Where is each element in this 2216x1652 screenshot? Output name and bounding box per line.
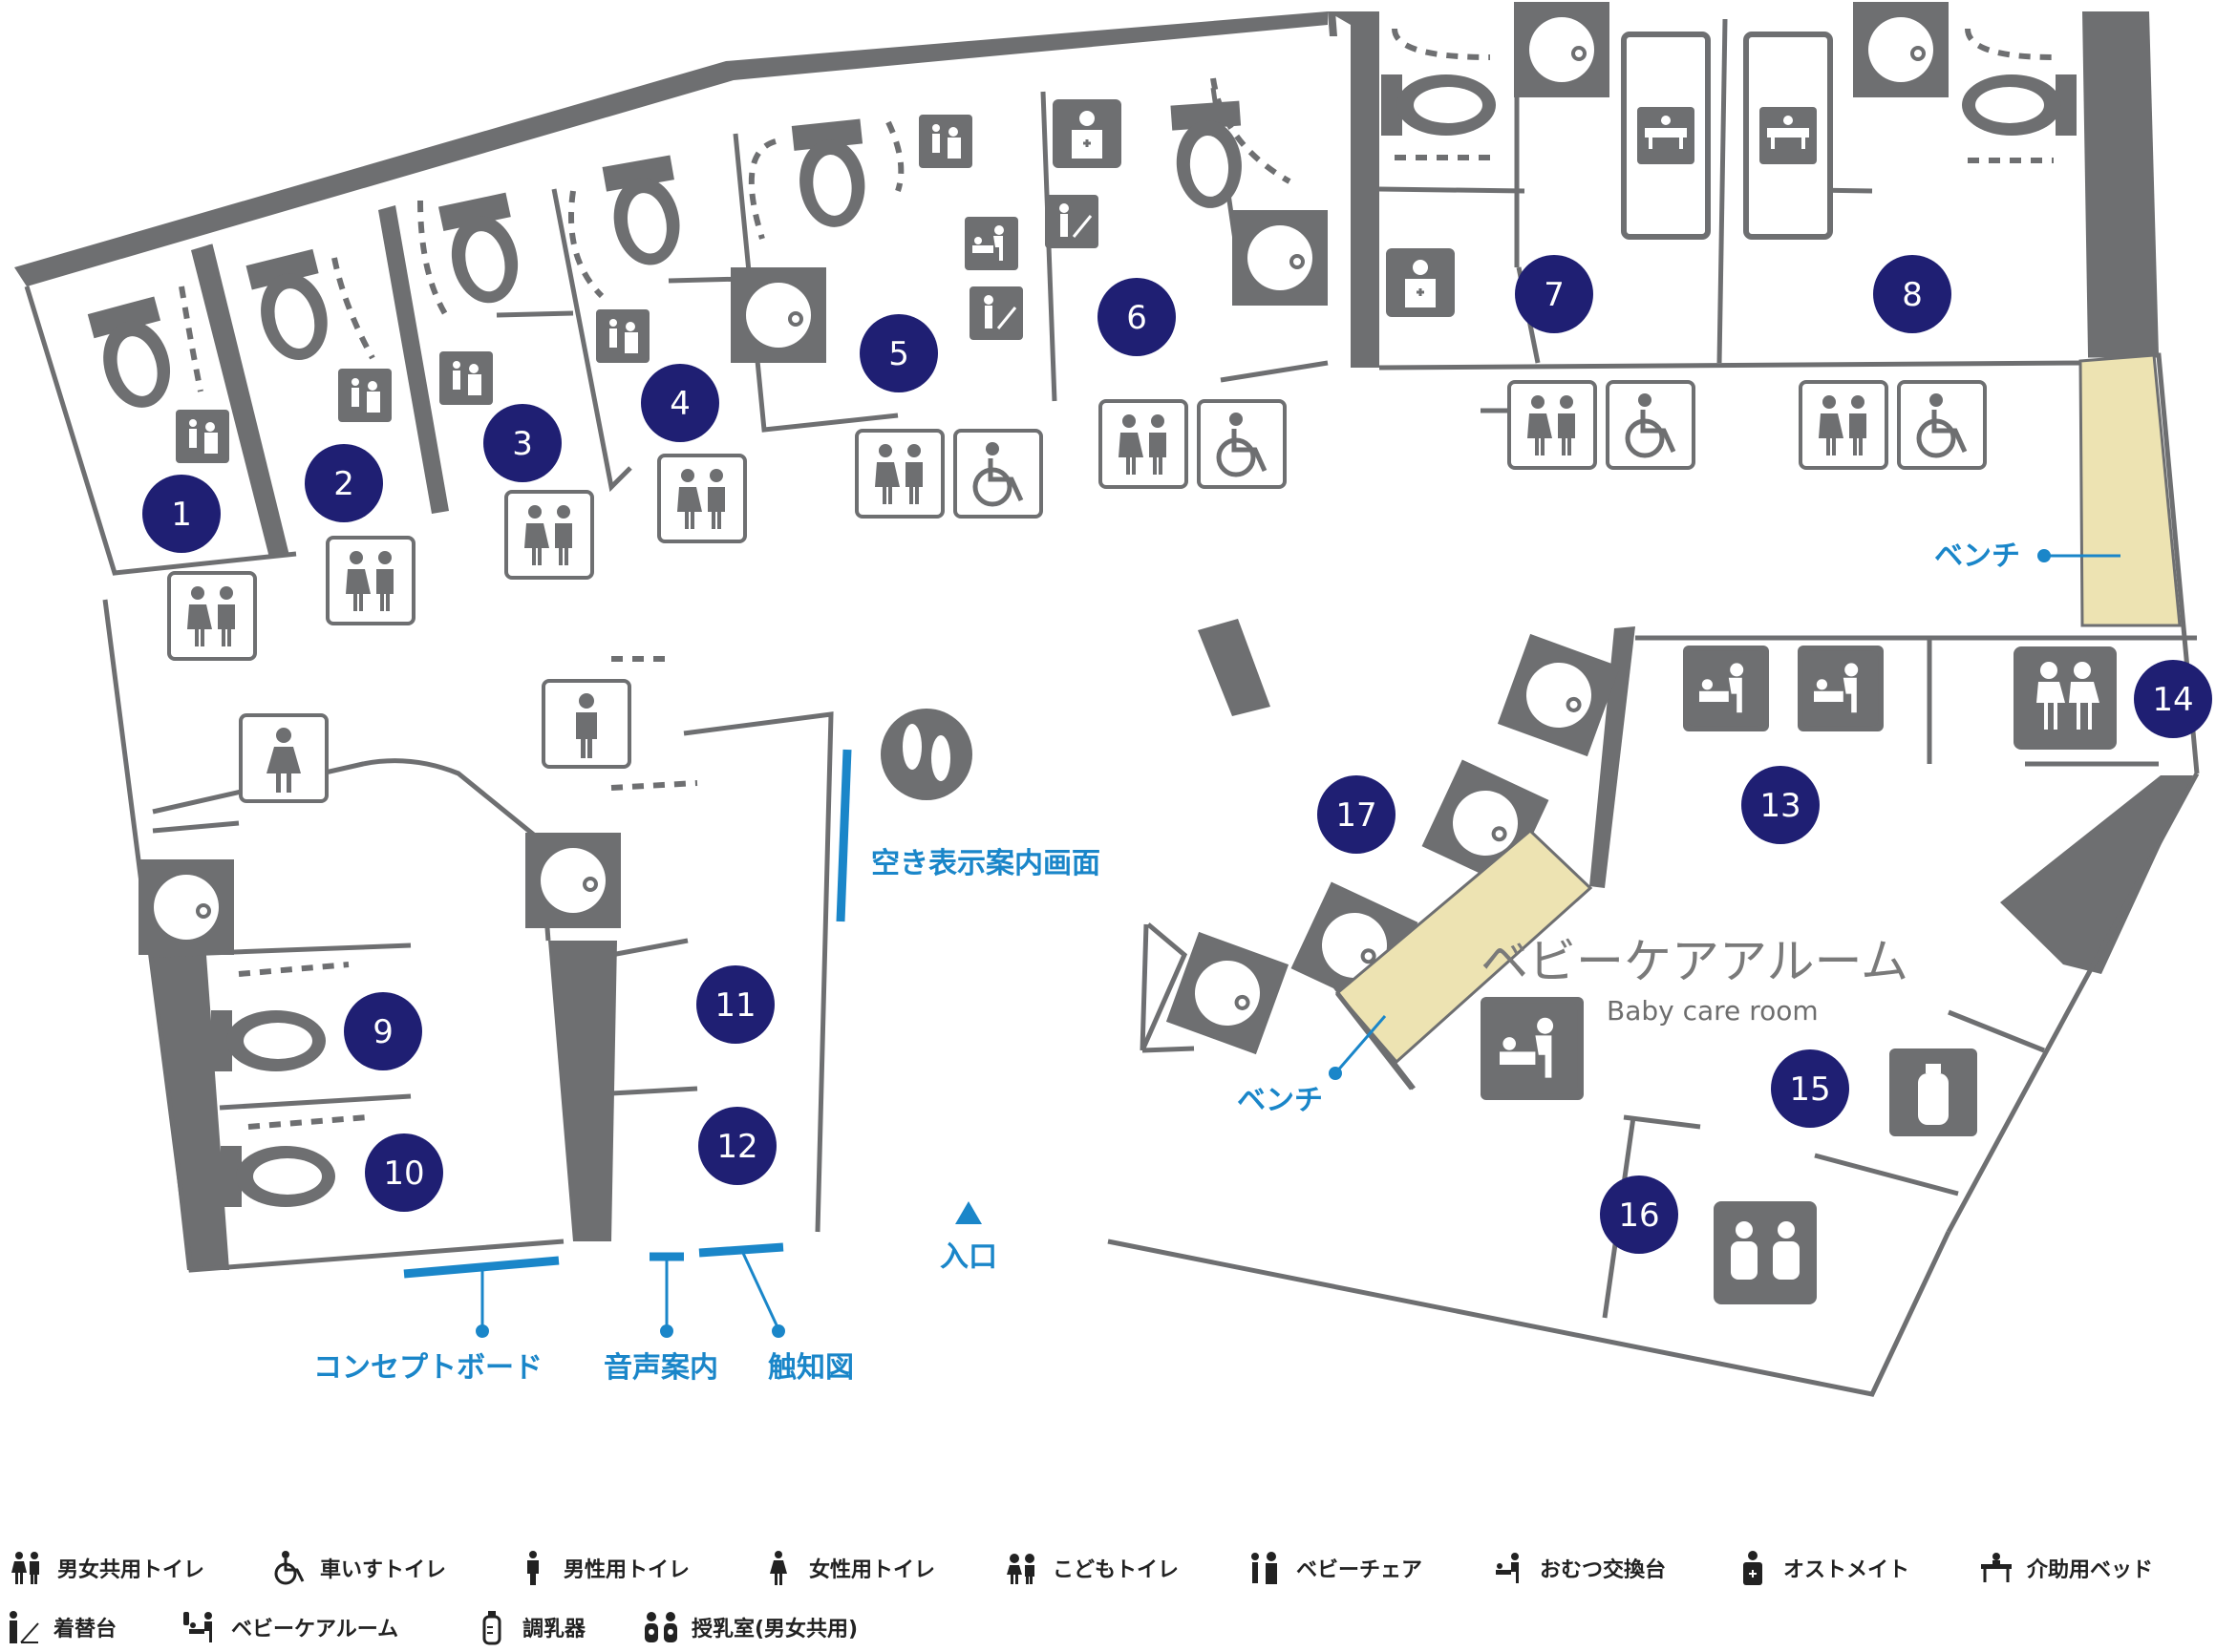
tactile-map-label: 触知図 <box>768 1351 854 1385</box>
room-badge[interactable]: 10 <box>365 1133 443 1212</box>
legend-item: おむつ交換台 <box>1490 1547 1666 1589</box>
svg-text:12: 12 <box>716 1128 757 1166</box>
legend-item: ベビーケアルーム <box>181 1606 398 1648</box>
legend-item: ベビーチェア <box>1246 1547 1422 1589</box>
svg-text:4: 4 <box>670 385 691 423</box>
svg-text:16: 16 <box>1618 1197 1659 1235</box>
room-badge[interactable]: 8 <box>1873 255 1951 333</box>
nursing-room-icon <box>645 1612 677 1642</box>
legend-item: オストメイト <box>1734 1547 1909 1589</box>
baby-room-icon <box>183 1612 212 1642</box>
concept-board-label: コンセプトボード <box>313 1351 543 1385</box>
room-badge[interactable]: 2 <box>305 444 383 522</box>
svg-text:9: 9 <box>373 1013 394 1051</box>
baby-chair-icon <box>1251 1552 1277 1584</box>
svg-text:15: 15 <box>1789 1070 1830 1109</box>
room-badge[interactable]: 13 <box>1741 766 1820 844</box>
diaper-table-icon <box>1496 1553 1519 1583</box>
changing-board-icon <box>10 1611 39 1643</box>
legend-item: 男性用トイレ <box>514 1547 690 1589</box>
room-badge[interactable]: 11 <box>696 965 775 1044</box>
legend: 男女共用トイレ 車いすトイレ 男性用トイレ 女性用トイレ こどもトイレ ベビーチ… <box>0 1537 2216 1652</box>
legend-item: 授乳室(男女共用) <box>642 1606 858 1648</box>
walls <box>14 11 2193 1270</box>
room-badges: 1 2 3 4 5 6 7 8 9 10 11 12 13 14 15 16 1… <box>142 255 2212 1254</box>
svg-text:13: 13 <box>1759 787 1800 825</box>
room-badge[interactable]: 16 <box>1600 1175 1678 1254</box>
svg-text:2: 2 <box>333 465 354 503</box>
kids-toilet-icon <box>1007 1554 1034 1584</box>
svg-text:3: 3 <box>512 425 533 463</box>
room-badge[interactable]: 17 <box>1317 775 1396 854</box>
legend-item: こどもトイレ <box>1003 1547 1179 1589</box>
room-badge[interactable]: 7 <box>1515 255 1593 333</box>
svg-text:10: 10 <box>383 1154 424 1193</box>
footprint-icon <box>881 709 972 800</box>
male-icon <box>527 1551 539 1585</box>
room-badge[interactable]: 6 <box>1097 278 1176 356</box>
legend-item: 介助用ベッド <box>1977 1547 2153 1589</box>
room-badge[interactable]: 15 <box>1771 1049 1849 1128</box>
bench-label-top: ベンチ <box>1934 540 2020 573</box>
bench-label-left: ベンチ <box>1237 1084 1323 1117</box>
room-signs <box>167 382 1985 803</box>
svg-text:17: 17 <box>1335 796 1376 835</box>
unisex-toilet-icon <box>11 1552 39 1584</box>
room-badge[interactable]: 4 <box>641 364 719 442</box>
svg-text:5: 5 <box>888 335 909 373</box>
legend-item: 女性用トイレ <box>759 1547 935 1589</box>
room-badge[interactable]: 1 <box>142 475 221 553</box>
svg-text:14: 14 <box>2152 681 2193 719</box>
svg-text:1: 1 <box>171 496 192 534</box>
benches <box>1334 353 2182 1091</box>
door-swings <box>179 28 2055 1130</box>
wheelchair-icon <box>274 1551 305 1585</box>
svg-text:7: 7 <box>1544 276 1565 314</box>
legend-item: 男女共用トイレ <box>8 1547 204 1589</box>
guidance-fixtures <box>403 749 852 1279</box>
room-badge[interactable]: 14 <box>2134 660 2212 738</box>
svg-text:6: 6 <box>1126 299 1147 337</box>
care-beds <box>1621 32 1833 240</box>
care-bed-icon <box>1981 1553 2012 1582</box>
ostomate-icon <box>1743 1551 1762 1585</box>
female-icon <box>770 1551 787 1585</box>
formula-icon <box>482 1611 501 1645</box>
audio-guide-label: 音声案内 <box>604 1351 718 1385</box>
svg-text:11: 11 <box>714 986 756 1025</box>
entrance-label: 入口 <box>940 1240 997 1274</box>
vacancy-display-label: 空き表示案内画面 <box>871 847 1100 880</box>
baby-room-subtitle: Baby care room <box>1607 995 1819 1027</box>
svg-text:8: 8 <box>1902 276 1923 314</box>
legend-item: 着替台 <box>4 1606 117 1648</box>
room-badge[interactable]: 5 <box>860 314 938 392</box>
room-badge[interactable]: 9 <box>344 992 422 1070</box>
baby-care-signs <box>1481 646 2117 1304</box>
baby-room-title: ベビーケアアルーム <box>1481 934 1908 989</box>
room-badge[interactable]: 3 <box>483 404 562 482</box>
legend-item: 調乳器 <box>473 1606 586 1648</box>
floor-map: ベビーケアアルーム Baby care room ベンチ ベンチ 空き表示案内画… <box>14 0 2212 1397</box>
room-badge[interactable]: 12 <box>698 1107 777 1185</box>
legend-item: 車いすトイレ <box>270 1547 446 1589</box>
